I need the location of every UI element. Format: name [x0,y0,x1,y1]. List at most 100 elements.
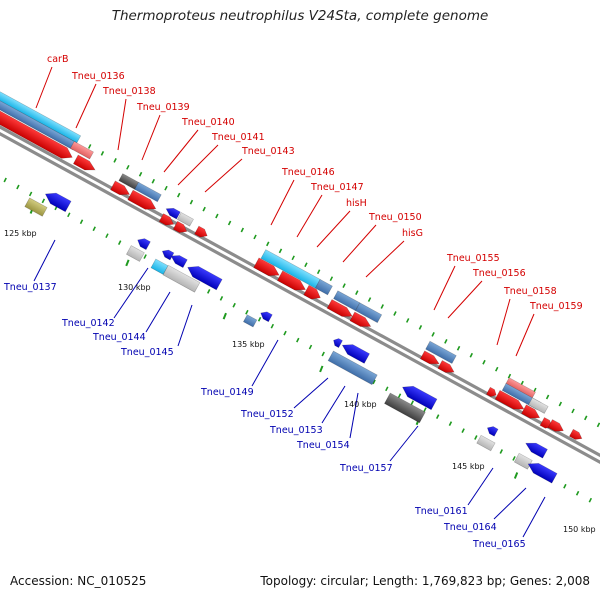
kbp-label-3: 135 kbp [232,340,265,349]
reverse-gene-6 [170,255,188,268]
forward-gene-14 [194,225,208,238]
tick-1-1 [16,184,20,190]
forward-label-11: Tneu_0150 [368,212,422,223]
forward-gene-11 [176,212,194,227]
reverse-label-2: Tneu_0142 [61,318,115,329]
reverse-leader-8 [349,392,359,439]
kbp-label-6: 150 kbp [563,525,596,534]
tick-5-0 [100,151,105,156]
tick-18-0 [266,241,270,247]
reverse-gene-10 [260,311,273,323]
forward-gene-13 [172,220,188,233]
reverse-label-10: Tneu_0161 [414,506,468,517]
tick-16-1 [207,289,211,294]
forward-gene-26 [437,360,455,373]
reverse-gene-18 [476,434,496,452]
tick-44-1 [563,483,567,489]
tick-16-0 [240,227,245,233]
kbp-label-5: 145 kbp [452,462,485,471]
tick-31-1 [397,393,402,399]
tick-28-0 [393,311,397,316]
tick-34-1 [435,414,440,420]
tick-29-0 [405,318,410,323]
tick-25-1 [321,351,325,357]
gene-features [0,89,583,484]
tick-6-0 [113,157,117,163]
forward-label-5: Tneu_0140 [181,117,235,128]
reverse-leader-11 [493,487,527,520]
tick-34-0 [469,352,473,358]
forward-label-4: Tneu_0139 [136,102,190,113]
forward-label-8: Tneu_0146 [281,167,335,178]
forward-gene-17 [253,257,280,276]
forward-leader-2 [75,83,97,129]
tick-24-1 [308,344,313,350]
forward-label-12: hisG [402,228,423,239]
reverse-gene-1 [44,192,72,213]
tick-12-0 [189,199,194,205]
reverse-leader-7 [321,385,346,424]
tick-0-1 [3,177,7,183]
reverse-gene-14 [327,350,378,386]
reverse-label-9: Tneu_0157 [339,463,393,474]
forward-leader-6 [177,144,219,186]
forward-leader-15 [496,298,511,346]
forward-leader-4 [141,114,161,161]
tick-33-0 [456,345,461,351]
tick-22-1 [283,330,287,336]
tick-14-0 [215,213,219,219]
forward-gene-10 [165,207,181,220]
tick-45-1 [575,490,580,496]
forward-gene-19 [303,284,321,300]
kbp-label-2: 130 kbp [118,283,151,292]
tick-17-1 [219,295,224,301]
forward-gene-25 [419,350,440,365]
reverse-gene-16 [384,392,426,424]
tick-31-0 [431,332,435,337]
topology-label: Topology: circular; Length: 1,769,823 bp… [260,574,590,588]
forward-leader-11 [342,224,377,263]
label-leader-lines [33,66,546,538]
reverse-leader-12 [522,496,546,538]
tick-2-1 [28,191,33,197]
reverse-leader-9 [389,425,419,462]
tick-33-1 [423,407,427,413]
tick-24-0 [342,283,346,289]
reverse-gene-13 [341,344,370,364]
reverse-gene-4 [125,245,145,262]
tick-8-0 [138,171,143,177]
tick-39-1 [499,449,503,454]
tick-20-0 [291,255,295,261]
forward-gene-31 [494,389,525,410]
forward-leader-8 [270,179,295,226]
forward-gene-16 [314,278,333,296]
kbp-tick-2 [125,259,130,267]
forward-leader-12 [365,240,405,278]
tick-15-0 [227,220,232,226]
tick-32-1 [410,400,414,406]
tick-23-0 [329,276,334,282]
reverse-leader-6 [293,377,329,409]
forward-gene-35 [569,428,583,440]
kbp-tick-4 [319,365,324,373]
reverse-label-7: Tneu_0153 [269,425,323,436]
reverse-label-6: Tneu_0152 [240,409,294,420]
tick-42-0 [571,408,575,414]
reverse-gene-11 [242,314,258,328]
tick-17-0 [253,234,257,240]
forward-gene-32 [521,404,541,419]
reverse-leader-3 [145,291,171,333]
tick-36-1 [461,428,465,433]
tick-9-1 [117,240,122,246]
forward-gene-4 [0,104,73,159]
reverse-label-3: Tneu_0144 [92,332,146,343]
reverse-label-5: Tneu_0149 [200,387,254,398]
forward-label-2: Tneu_0136 [71,71,125,82]
tick-20-1 [257,316,262,322]
kbp-label-1: 125 kbp [4,229,37,238]
tick-40-0 [545,394,550,400]
tick-21-0 [304,262,308,268]
reverse-gene-15 [402,385,438,411]
forward-gene-22 [326,299,353,317]
